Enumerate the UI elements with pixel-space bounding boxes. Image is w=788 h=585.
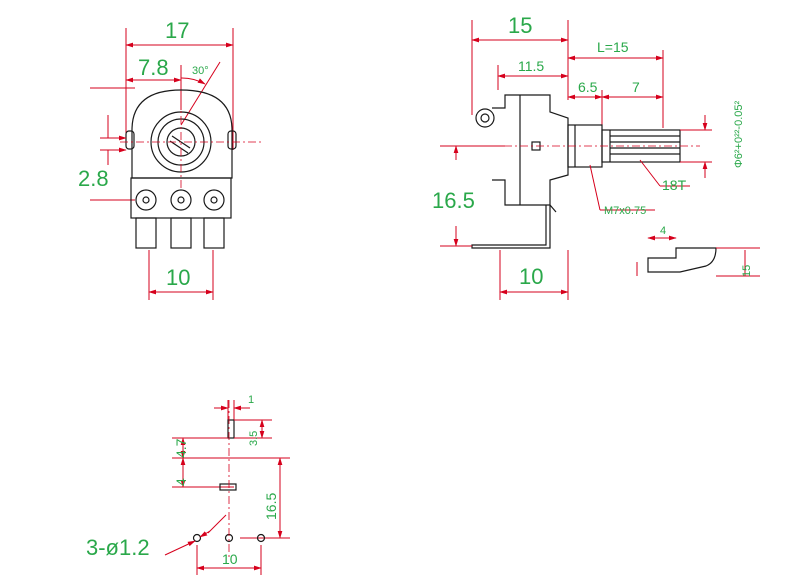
front-view: 17 7.8 30° 2.8	[78, 18, 262, 300]
mount-tab-right	[227, 130, 237, 150]
thread-label: M7x0.75	[604, 205, 646, 217]
pcb-layout: 1 3.5 4.7 4 16.5 3-ø1.2 10	[86, 394, 290, 575]
terminal-1	[135, 189, 157, 211]
hole-1	[192, 533, 202, 543]
offset2-label: 4	[173, 478, 189, 486]
hole-3	[256, 533, 266, 543]
hole-w-label: 1	[248, 394, 254, 406]
mount-slot-top	[227, 419, 235, 439]
height-dim-label: 16.5	[432, 188, 475, 213]
pin-2	[170, 217, 192, 249]
tab-detail	[647, 247, 717, 273]
terminal-3	[203, 189, 225, 211]
side-view: 15 L=15 11.5 6.5 7	[432, 13, 760, 300]
tab-dim-label: 4	[660, 225, 666, 237]
bottom-dim-label: 10	[519, 264, 543, 289]
mount-ear	[475, 108, 495, 128]
width-dim-label: 17	[165, 18, 189, 43]
total-dim-label: 15	[508, 13, 532, 38]
diameter-dim-label: Φ6²+0²²-0.05²	[733, 101, 745, 168]
offset-label: 4.7	[173, 438, 189, 458]
side-body	[492, 94, 569, 206]
tab-thick-label: 15	[741, 265, 753, 277]
angle-dim-label: 30°	[192, 65, 209, 77]
shaft-length-label: L=15	[597, 39, 629, 55]
pcb-pitch-label: 10	[222, 551, 238, 567]
thread-dim-label: 6.5	[578, 79, 598, 95]
pin-1	[135, 217, 157, 249]
pin-pitch-label: 10	[166, 265, 190, 290]
holes-label: 3-ø1.2	[86, 535, 150, 560]
side-dim-label: 2.8	[78, 166, 109, 191]
knurl-label: 18T	[662, 177, 687, 193]
pin-3	[203, 217, 225, 249]
body-dim-label: 11.5	[518, 58, 544, 74]
mount-tab-left	[125, 130, 135, 150]
hole-h-label: 3.5	[248, 431, 260, 446]
mount-slot-mid	[219, 483, 237, 491]
knurl-dim-label: 7	[632, 79, 640, 95]
side-pin	[471, 205, 551, 249]
inner-dim-label: 7.8	[138, 55, 169, 80]
pcb-height-label: 16.5	[263, 493, 279, 520]
pot-body	[131, 89, 233, 179]
terminal-2	[170, 189, 192, 211]
